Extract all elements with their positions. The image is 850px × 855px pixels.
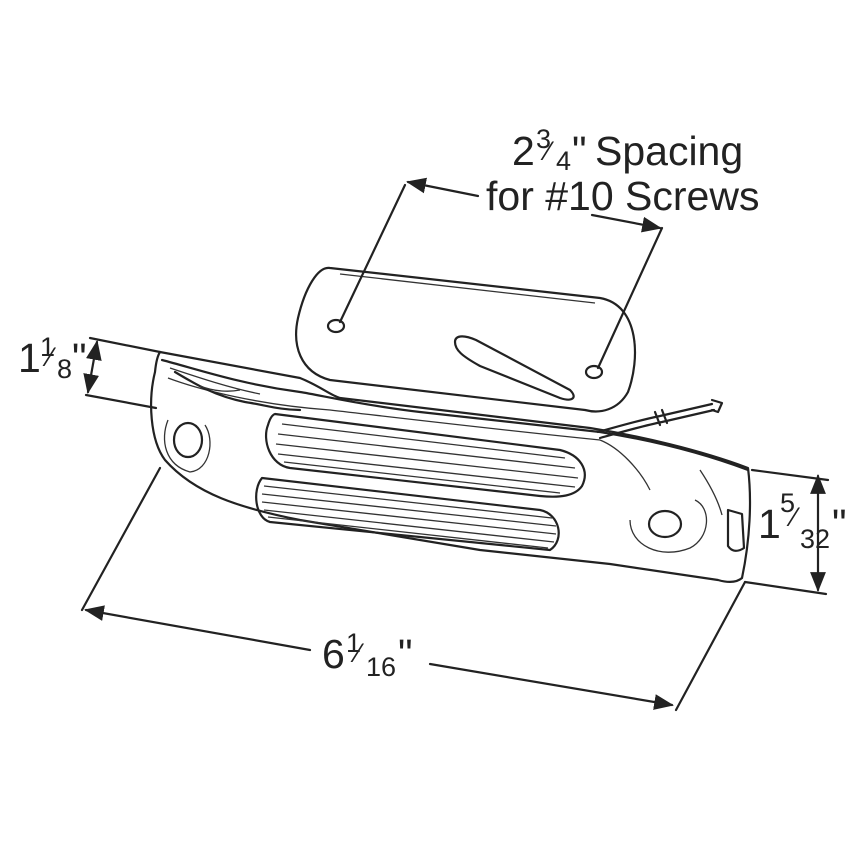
dimension-height-left: 1 1 ⁄ 8 " <box>18 332 162 410</box>
left-mount-boss <box>172 421 204 459</box>
spacing-arrow-left <box>406 177 480 198</box>
height-left-arrow <box>83 340 102 394</box>
lower-lens <box>255 476 560 552</box>
lamp-body <box>150 350 752 584</box>
right-mount-boss <box>647 509 683 539</box>
spacing-arrow-right <box>590 213 662 233</box>
mounting-bracket <box>295 266 637 413</box>
wire-slot <box>453 335 575 401</box>
dimension-height-right: 1 5 ⁄ 32 " <box>743 468 847 596</box>
height-left-label: 1 1 ⁄ 8 " <box>18 332 87 384</box>
length-arrow-left <box>84 605 312 652</box>
dimension-spacing: 2 3 ⁄ 4 " Spacing for #10 Screws <box>338 124 759 370</box>
height-right-label: 1 5 ⁄ 32 " <box>758 488 847 554</box>
extension-line-right <box>596 226 664 370</box>
upper-lens <box>264 412 586 498</box>
length-label: 6 1 ⁄ 16 " <box>322 628 413 682</box>
extension-line-left <box>338 183 407 324</box>
screw-hole-right <box>584 364 604 380</box>
upper-lens-grille <box>275 423 579 494</box>
lower-lens-grille <box>261 485 557 549</box>
screw-hole-left <box>326 318 346 334</box>
spacing-label-line2: for #10 Screws <box>486 173 759 219</box>
length-arrow-right <box>428 662 674 710</box>
spacing-label: 2 3 ⁄ 4 " Spacing <box>512 124 743 176</box>
wire-lead <box>596 398 724 440</box>
end-notch <box>726 508 746 552</box>
